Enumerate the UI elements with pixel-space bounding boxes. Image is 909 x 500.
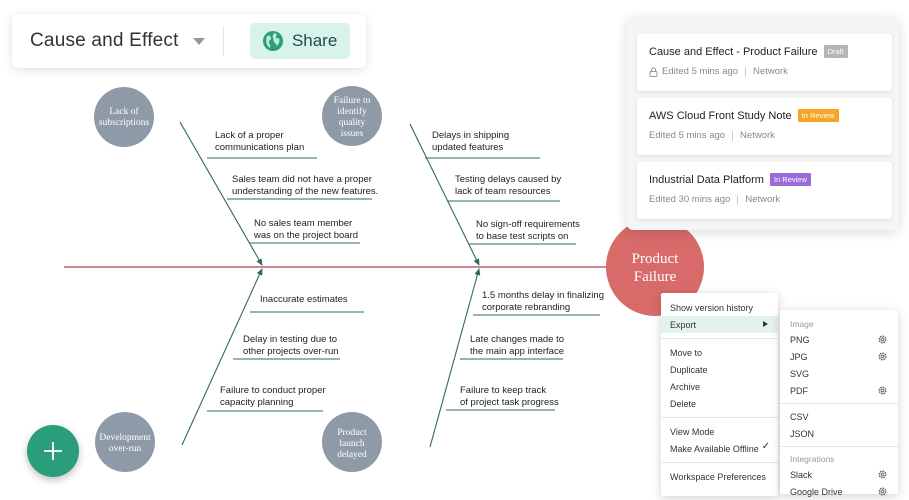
export-png[interactable]: PNG [780, 331, 898, 348]
menu-item-delete[interactable]: Delete [670, 398, 697, 409]
bone-bottom-mid [429, 268, 481, 448]
document-card-title: Cause and Effect - Product Failure [649, 45, 818, 58]
submenu-item-label: PDF [790, 385, 808, 396]
submenu-item-label: CSV [790, 411, 809, 422]
cause-label: Inaccurate estimates [260, 294, 348, 305]
gear-icon[interactable] [877, 351, 888, 362]
checkmark-icon: ✓ [761, 441, 770, 452]
status-badge: Draft [823, 45, 848, 58]
bone-top-left [179, 121, 263, 266]
submenu-item-label: SVG [790, 368, 810, 379]
document-header: Cause and Effect Share [12, 14, 366, 68]
globe-icon [262, 31, 283, 51]
menu-divider [780, 446, 898, 447]
gear-icon[interactable] [877, 486, 888, 497]
menu-divider [661, 462, 778, 463]
bone-bottom-left [181, 268, 263, 446]
menu-item-show-version-history[interactable]: Show version history [670, 302, 754, 313]
menu-divider [661, 338, 778, 339]
export-csv[interactable]: CSV [780, 408, 898, 425]
chevron-right-icon [763, 321, 768, 327]
submenu-item-label: JSON [790, 428, 815, 439]
meta-separator [737, 194, 739, 205]
document-location: Network [753, 66, 788, 77]
export-svg[interactable]: SVG [780, 365, 898, 382]
edited-time: Edited 5 mins ago [662, 66, 739, 77]
document-title[interactable]: Cause and Effect [30, 30, 179, 51]
chevron-down-icon[interactable] [192, 37, 205, 45]
status-badge: In Review [769, 173, 811, 186]
menu-item-label: Make Available Offline [670, 443, 759, 454]
document-card-title: Industrial Data Platform [649, 173, 764, 186]
edited-time: Edited 30 mins ago [649, 194, 731, 205]
export-submenu: Image PNG JPG SVG PDF CSV JSON Integrati… [780, 310, 898, 497]
gear-icon[interactable] [877, 385, 888, 396]
menu-item-export[interactable]: Export [661, 316, 778, 333]
menu-item-duplicate[interactable]: Duplicate [670, 364, 708, 375]
menu-divider [780, 403, 898, 404]
menu-item-move-to[interactable]: Move to [670, 347, 703, 358]
context-menu: Show version history Export Move to Dupl… [661, 293, 778, 496]
lock-icon [649, 67, 658, 77]
menu-item-workspace-preferences[interactable]: Workspace Preferences [670, 471, 766, 482]
add-button[interactable] [27, 425, 79, 477]
share-button[interactable]: Share [249, 23, 350, 59]
document-location: Network [740, 130, 775, 141]
submenu-item-label: PNG [790, 334, 810, 345]
menu-item-view-mode[interactable]: View Mode [670, 426, 715, 437]
menu-divider [661, 417, 778, 418]
gear-icon[interactable] [877, 334, 888, 345]
document-card[interactable]: Cause and Effect - Product Failure Draft… [637, 34, 892, 91]
meta-separator [745, 66, 747, 77]
meta-separator [732, 130, 734, 141]
export-pdf[interactable]: PDF [780, 382, 898, 399]
submenu-item-label: Google Drive [790, 486, 843, 497]
export-json[interactable]: JSON [780, 425, 898, 442]
share-label: Share [291, 31, 338, 50]
document-card[interactable]: Industrial Data Platform In Review Edite… [637, 162, 892, 219]
bone-top-mid [409, 123, 480, 266]
menu-item-archive[interactable]: Archive [670, 381, 701, 392]
menu-item-make-available-offline[interactable]: Make Available Offline ✓ [661, 440, 778, 457]
document-location: Network [745, 194, 781, 205]
edited-time: Edited 5 mins ago [649, 130, 726, 141]
gear-icon[interactable] [877, 469, 888, 480]
submenu-header-integrations: Integrations [790, 453, 835, 464]
export-google-drive[interactable]: Google Drive [780, 483, 898, 500]
export-slack[interactable]: Slack [780, 466, 898, 483]
export-jpg[interactable]: JPG [780, 348, 898, 365]
document-card-title: AWS Cloud Front Study Note [649, 109, 792, 122]
submenu-header-image: Image [790, 318, 814, 329]
status-badge: In Review [797, 109, 839, 122]
submenu-item-label: JPG [790, 351, 808, 362]
menu-item-label: Export [670, 319, 697, 330]
document-card[interactable]: AWS Cloud Front Study Note In Review Edi… [637, 98, 892, 155]
submenu-item-label: Slack [790, 469, 813, 480]
header-divider [222, 26, 224, 56]
recent-documents-panel: Cause and Effect - Product Failure Draft… [627, 18, 899, 230]
plus-icon [44, 442, 62, 460]
